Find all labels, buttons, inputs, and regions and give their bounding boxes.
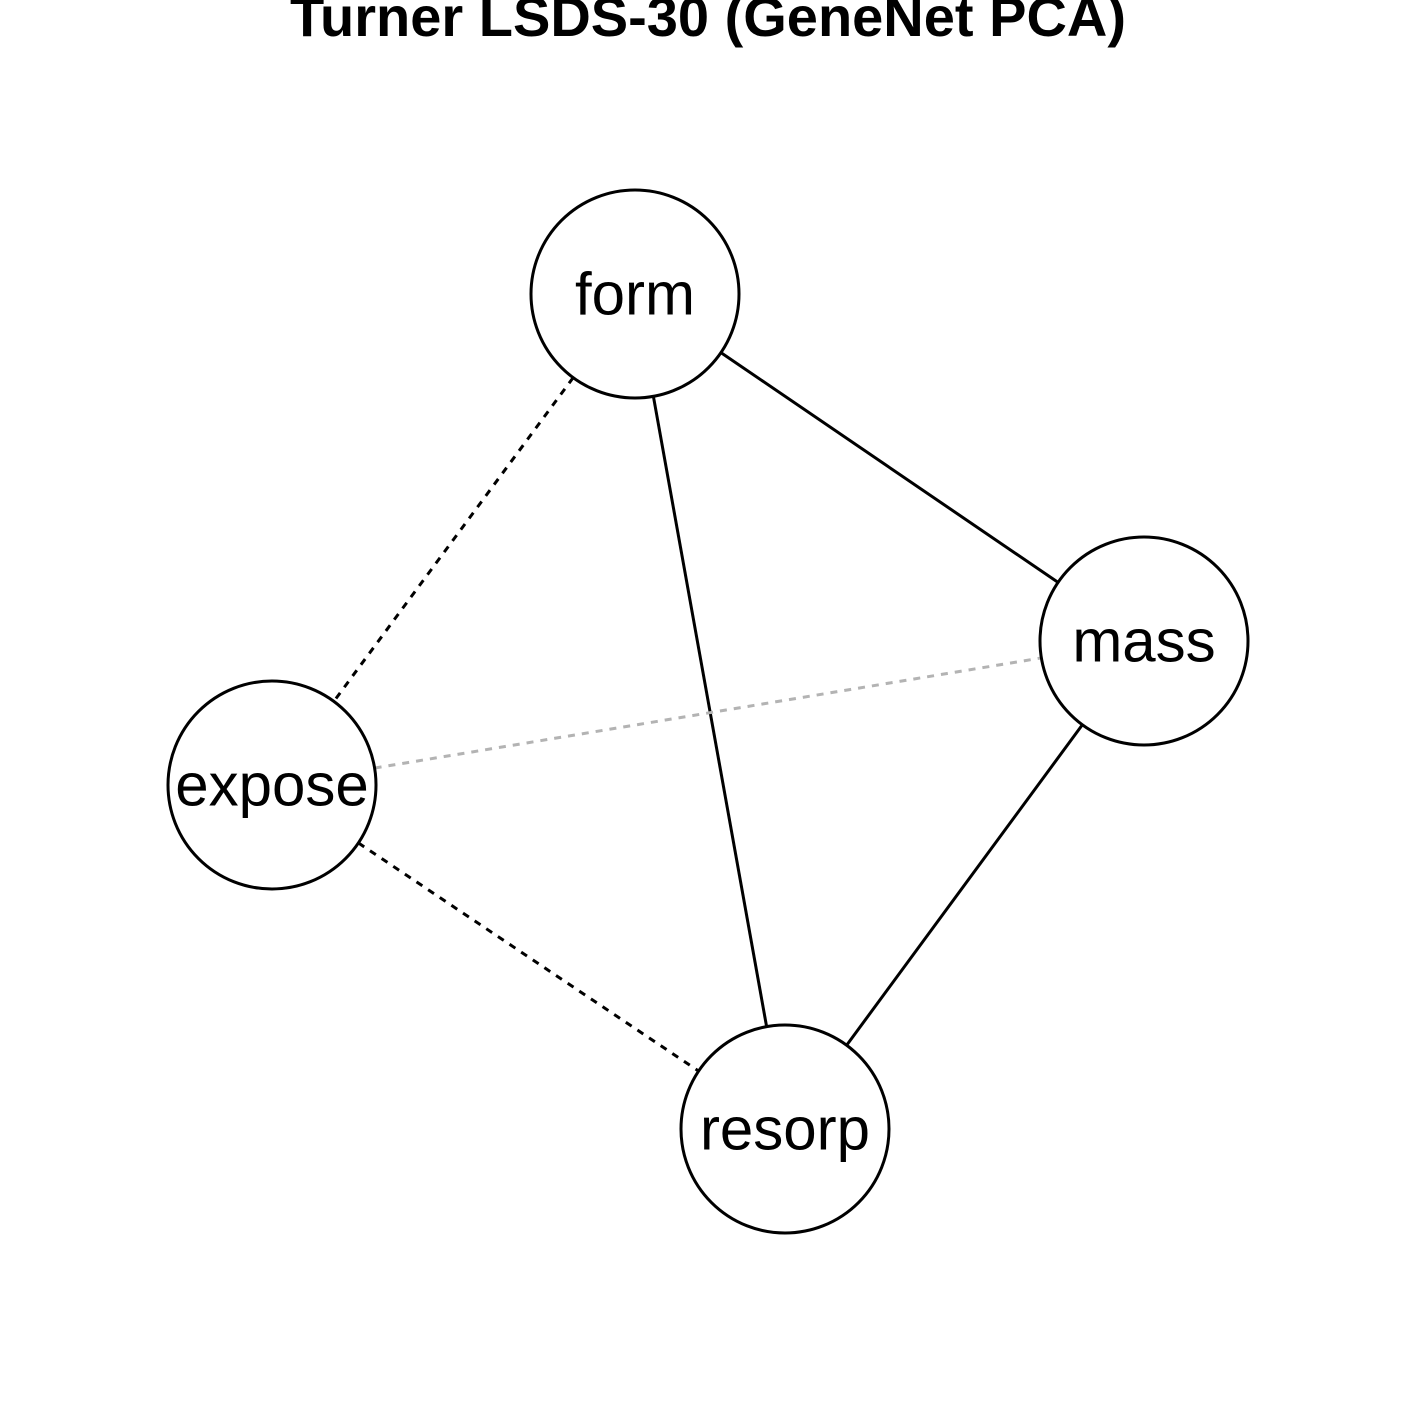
node-label-resorp: resorp bbox=[700, 1096, 870, 1163]
node-circle-form bbox=[529, 188, 741, 400]
node-label-form: form bbox=[575, 261, 695, 328]
edge-mass-resorp bbox=[845, 723, 1084, 1047]
edge-expose-mass bbox=[374, 656, 1042, 770]
node-mass: mass bbox=[1038, 535, 1250, 747]
node-resorp: resorp bbox=[679, 1023, 891, 1235]
node-expose: expose bbox=[166, 679, 378, 891]
node-label-expose: expose bbox=[175, 752, 368, 819]
nodes-layer: form mass expose resorp bbox=[166, 188, 1250, 1235]
diagram-title: Turner LSDS-30 (GeneNet PCA) bbox=[290, 0, 1126, 48]
node-circle-resorp bbox=[679, 1023, 891, 1235]
edge-form-expose bbox=[332, 376, 575, 703]
edge-expose-resorp bbox=[357, 841, 700, 1073]
node-circle-mass bbox=[1038, 535, 1250, 747]
edge-form-mass bbox=[720, 351, 1059, 584]
node-circle-expose bbox=[166, 679, 378, 891]
node-label-mass: mass bbox=[1072, 608, 1215, 675]
edges-layer bbox=[332, 351, 1084, 1073]
node-form: form bbox=[529, 188, 741, 400]
